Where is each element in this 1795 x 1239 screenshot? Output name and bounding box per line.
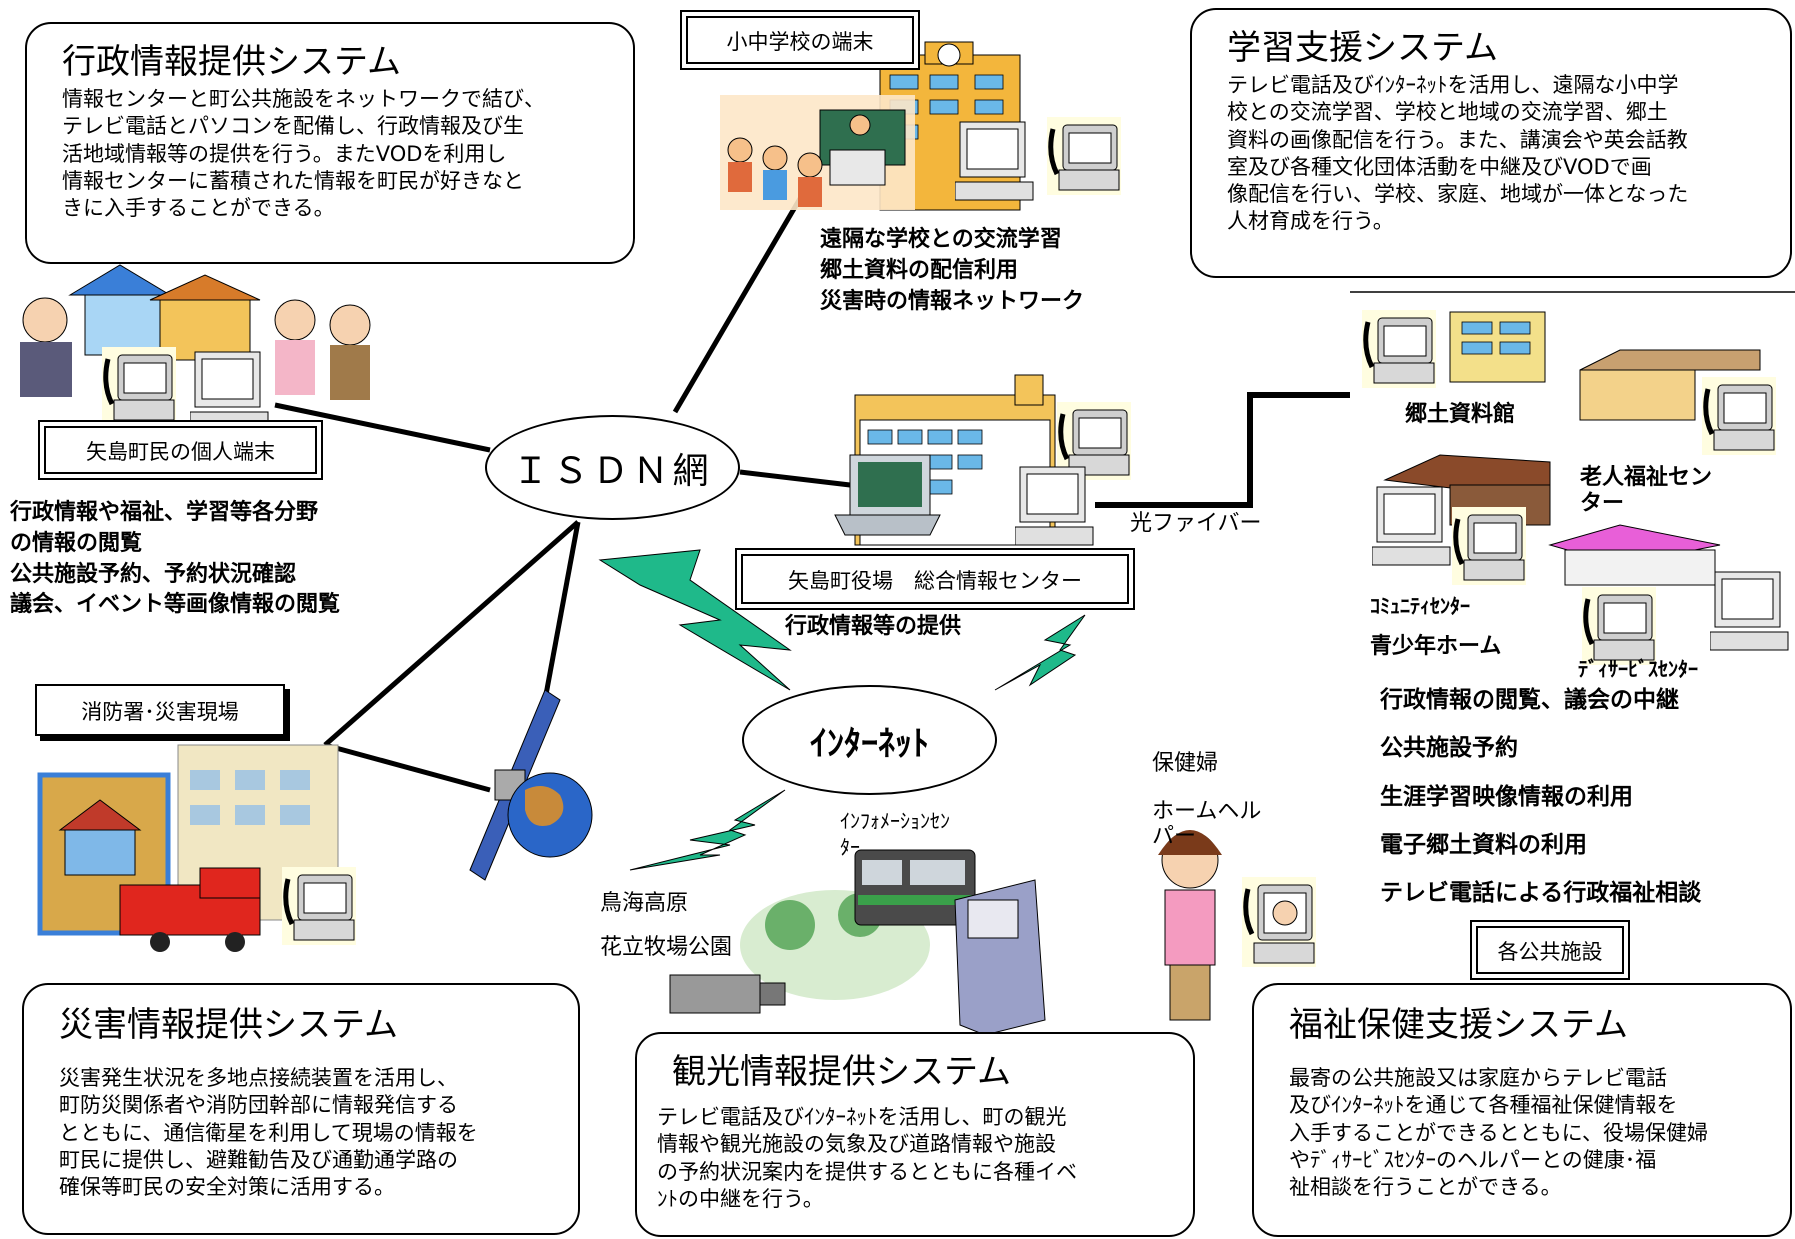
computer-icon	[1014, 465, 1095, 554]
train-icon	[854, 849, 976, 926]
welfare-system-body: 最寄の公共施設又は家庭からテレビ電話 及びｲﾝﾀｰﾈｯﾄを通じて各種福祉保健情報…	[1289, 1066, 1708, 1200]
videophone-icon	[1700, 375, 1778, 461]
day-service-label: ﾃﾞｨｻｰﾋﾞｽｾﾝﾀｰ	[1578, 657, 1698, 681]
townhall-label: 矢島町役場 総合情報センター	[735, 548, 1135, 610]
lightning-icon	[598, 549, 792, 691]
videophone-icon	[1580, 585, 1658, 671]
classroom-people-icon	[720, 95, 915, 210]
welfare-system-box: 福祉保健支援システム 最寄の公共施設又は家庭からテレビ電話 及びｲﾝﾀｰﾈｯﾄを…	[1252, 983, 1792, 1237]
tourism-system-box: 観光情報提供システム テレビ電話及びｲﾝﾀｰﾈｯﾄを活用し、町の観光 情報や観光…	[635, 1032, 1195, 1237]
museum-label: 郷土資料館	[1405, 402, 1516, 427]
videophone-icon	[1055, 400, 1133, 486]
school-terminal-label: 小中学校の端末	[680, 10, 920, 70]
videophone-icon	[1450, 505, 1528, 591]
public-facility-notes: 行政情報の閲覧、議会の中継 公共施設予約 生涯学習映像情報の利用 電子郷土資料の…	[1380, 687, 1702, 907]
computer-icon	[954, 120, 1035, 209]
link-isdn-townhall	[739, 469, 851, 488]
computer-icon	[1371, 485, 1452, 574]
admin-system-title: 行政情報提供システム	[62, 42, 401, 82]
welfare-system-title: 福祉保健支援システム	[1289, 1005, 1628, 1045]
lightning-icon	[629, 789, 786, 871]
link-isdn-fire	[323, 520, 580, 747]
elderly-center-label: 老人福祉セン ター	[1580, 465, 1713, 517]
townhall-notes: 行政情報等の提供	[785, 614, 962, 639]
admin-system-box: 行政情報提供システム 情報センターと町公共施設をネットワークで結び、 テレビ電話…	[25, 22, 635, 264]
link-fiber	[1095, 392, 1350, 508]
laptop-icon	[834, 454, 941, 536]
day-service-icon	[1548, 524, 1721, 586]
link-isdn-satellite	[542, 521, 581, 701]
elderly-center-icon	[1579, 349, 1761, 421]
isdn-network-hub: ＩＳＤＮ網	[485, 415, 740, 520]
learning-system-title: 学習支援システム	[1227, 28, 1498, 68]
park-label: 鳥海高原 花立牧場公園	[600, 891, 733, 960]
kiosk-icon	[954, 879, 1046, 1036]
learning-system-box: 学習支援システム テレビ電話及びｲﾝﾀｰﾈｯﾄを活用し、遠隔な小中学 校との交流…	[1190, 8, 1792, 278]
lightning-icon	[994, 614, 1086, 691]
house-icon	[68, 264, 261, 361]
learning-system-body: テレビ電話及びｲﾝﾀｰﾈｯﾄを活用し、遠隔な小中学 校との交流学習、学校と地域の…	[1227, 73, 1689, 234]
people-icon	[20, 297, 371, 400]
videophone-icon	[100, 345, 178, 431]
youth-home-label: 青少年ホーム	[1370, 634, 1502, 659]
globe-icon	[507, 772, 593, 858]
disaster-system-body: 災害発生状況を多地点接続装置を活用し、 町防災関係者や消防団幹部に情報発信する …	[59, 1066, 478, 1200]
link-isdn-resident	[274, 402, 491, 453]
museum-icon	[1449, 311, 1546, 383]
nurse-icon	[1158, 830, 1222, 1021]
internet-label: ｲﾝﾀｰﾈｯﾄ	[810, 723, 929, 764]
resident-notes: 行政情報や福祉、学習等各分野 の情報の閲覧 公共施設予約、予約状況確認 議会、イ…	[10, 500, 341, 618]
fire-station-label: 消防署･災害現場	[35, 684, 285, 736]
fiber-label: 光ファイバー	[1130, 511, 1262, 536]
videophone-icon	[280, 865, 358, 951]
videophone-icon	[1045, 115, 1123, 201]
public-facilities-label: 各公共施設	[1470, 920, 1630, 980]
admin-system-body: 情報センターと町公共施設をネットワークで結び、 テレビ電話とパソコンを配備し、行…	[62, 87, 545, 221]
resident-terminal-label: 矢島町民の個人端末	[38, 420, 323, 480]
nurse-label: 保健婦 ホームヘル パー	[1152, 751, 1262, 849]
link-fire-satellite	[324, 742, 491, 793]
link-isdn-school	[672, 188, 808, 414]
disaster-system-box: 災害情報提供システム 災害発生状況を多地点接続装置を活用し、 町防災関係者や消防…	[22, 983, 580, 1235]
satellite-icon	[469, 689, 561, 881]
tourism-system-body: テレビ電話及びｲﾝﾀｰﾈｯﾄを活用し、町の観光 情報や観光施設の気象及び道路情報…	[657, 1105, 1077, 1211]
camera-icon	[669, 974, 786, 1014]
fire-truck-icon	[119, 867, 261, 952]
computer-icon	[1709, 570, 1790, 659]
community-center-label: ｺﾐｭﾆﾃｨｾﾝﾀｰ	[1370, 594, 1470, 618]
disaster-system-title: 災害情報提供システム	[59, 1005, 398, 1045]
tourism-system-title: 観光情報提供システム	[672, 1052, 1011, 1092]
school-notes: 遠隔な学校との交流学習 郷土資料の配信利用 災害時の情報ネットワーク	[820, 227, 1085, 314]
community-center-icon	[1383, 454, 1551, 526]
isdn-network-label: ＩＳＤＮ網	[512, 450, 713, 492]
videophone-icon	[1240, 875, 1318, 974]
info-center-label: ｲﾝﾌｫﾒｰｼｮﾝｾﾝ ﾀｰ	[840, 809, 950, 859]
videophone-icon	[1360, 308, 1438, 394]
internet-hub: ｲﾝﾀｰﾈｯﾄ	[742, 685, 997, 795]
